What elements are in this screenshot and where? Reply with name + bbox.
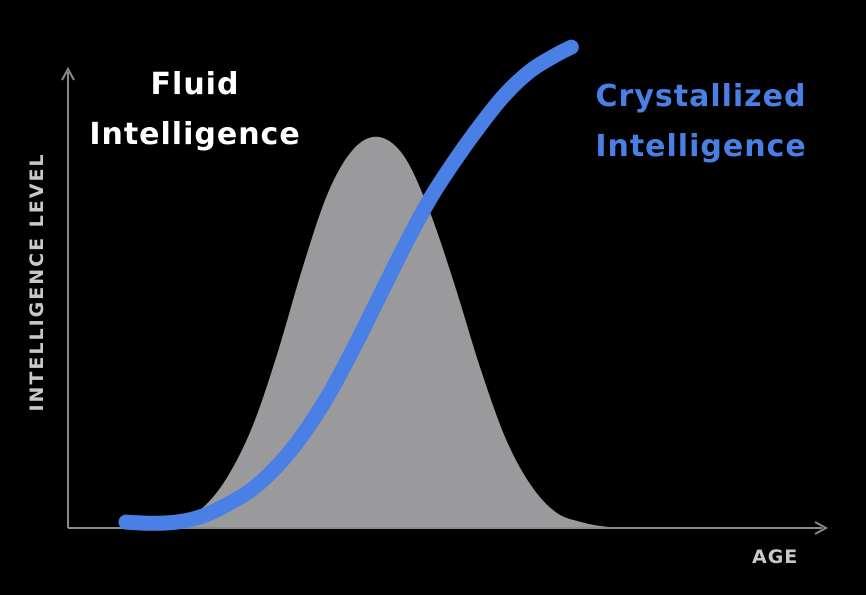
- fluid-intelligence-label-line-1: Fluid: [150, 67, 240, 102]
- crystallized-intelligence-label: Crystallized Intelligence: [578, 72, 824, 172]
- fluid-intelligence-area: [126, 136, 632, 528]
- fluid-intelligence-area-layer: [126, 136, 632, 528]
- fluid-intelligence-label: Fluid Intelligence: [82, 60, 308, 160]
- crystallized-intelligence-line: [118, 39, 579, 531]
- x-axis-label: AGE: [752, 546, 799, 568]
- crystallized-intelligence-label-line-1: Crystallized: [595, 79, 807, 114]
- y-axis-label: INTELLIGENCE LEVEL: [26, 152, 48, 412]
- x-axis-arrow-icon: [814, 521, 829, 535]
- chart-axes: [61, 66, 829, 535]
- fluid-intelligence-label-line-2: Intelligence: [89, 117, 301, 152]
- y-axis-arrow-icon: [61, 66, 75, 81]
- crystallized-intelligence-label-line-2: Intelligence: [595, 129, 807, 164]
- crystallized-intelligence-line-layer: [118, 39, 579, 531]
